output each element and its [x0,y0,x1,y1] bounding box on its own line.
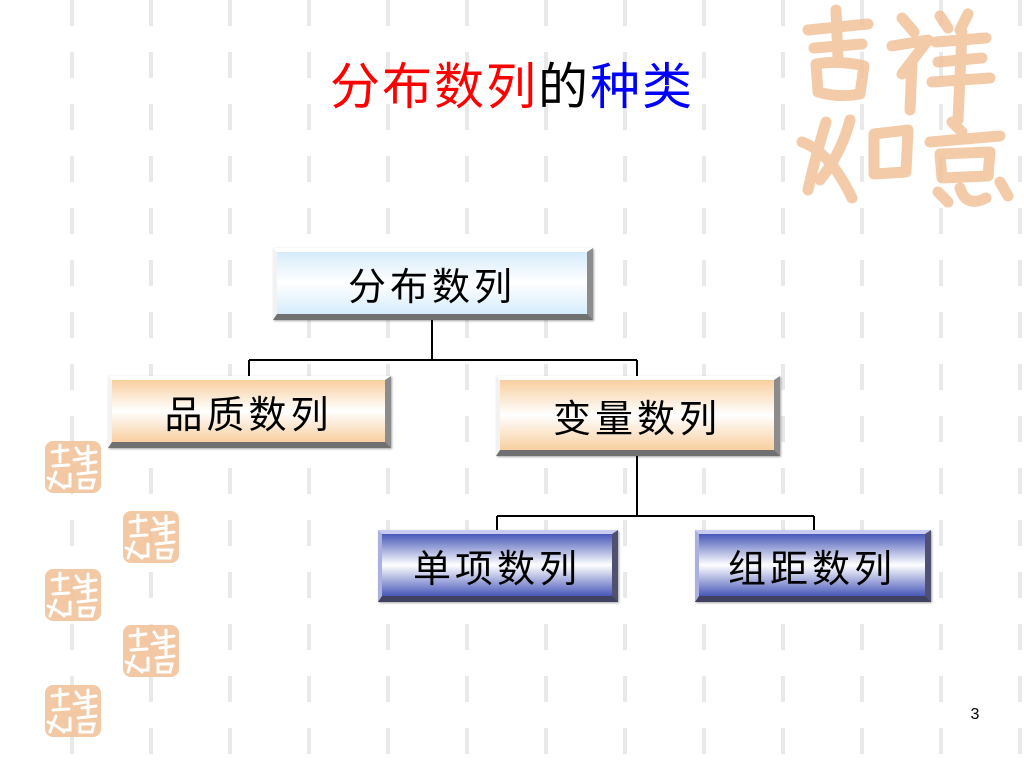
node-single-label: 单项数列 [412,546,581,591]
page-number: 3 [970,706,980,723]
seal-stamp-icon [123,511,179,563]
seal-stamp-icon [45,441,101,493]
node-quality-series: 品质数列 [108,376,391,448]
calligraphy-watermark [796,4,1014,208]
node-root-distribution-series: 分布数列 [273,248,593,320]
node-grouped-series: 组距数列 [695,530,931,602]
title-part-blue: 种类 [590,58,694,116]
seal-stamp-icon [123,625,179,677]
node-grouped-label: 组距数列 [727,546,896,591]
node-variable-series: 变量数列 [496,376,780,456]
seal-stamp-icon [45,685,101,737]
title-part-red: 分布数列 [330,58,538,116]
node-quality-label: 品质数列 [164,392,333,437]
seal-stamp-icon [45,569,101,621]
node-variable-label: 变量数列 [552,396,721,441]
title-part-black: 的 [538,58,590,116]
node-root-label: 分布数列 [347,264,516,309]
node-single-value-series: 单项数列 [378,530,618,602]
slide-title: 分布数列的种类 [0,52,1024,122]
